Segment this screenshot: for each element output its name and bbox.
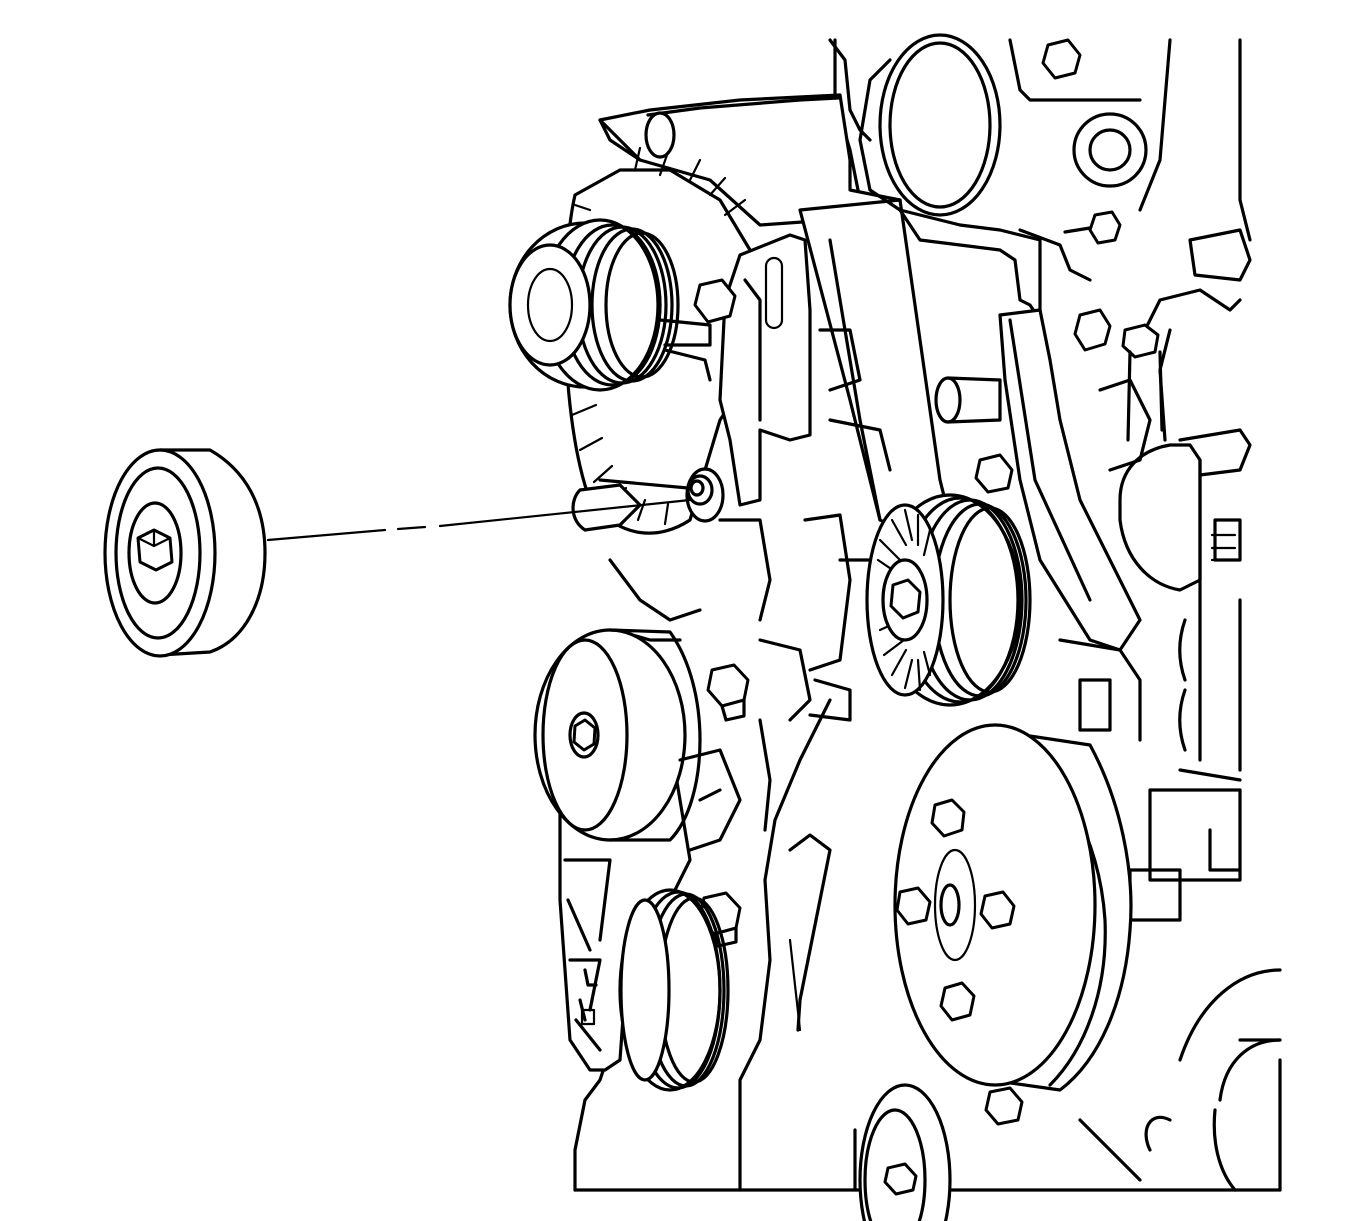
tensioner-pulley	[618, 888, 730, 1092]
upper-idler-pulley	[865, 493, 1032, 707]
crankshaft-pulley	[858, 968, 1282, 1221]
bolt-heads	[693, 38, 1164, 1126]
mounting-stud	[571, 467, 725, 532]
filter-housing	[858, 33, 1002, 217]
leader-line	[266, 498, 692, 542]
mounting-bracket	[608, 38, 1252, 922]
water-pump-pulley	[893, 723, 1133, 1092]
belt-tensioner	[533, 628, 742, 1072]
removed-idler-pulley	[103, 448, 267, 658]
